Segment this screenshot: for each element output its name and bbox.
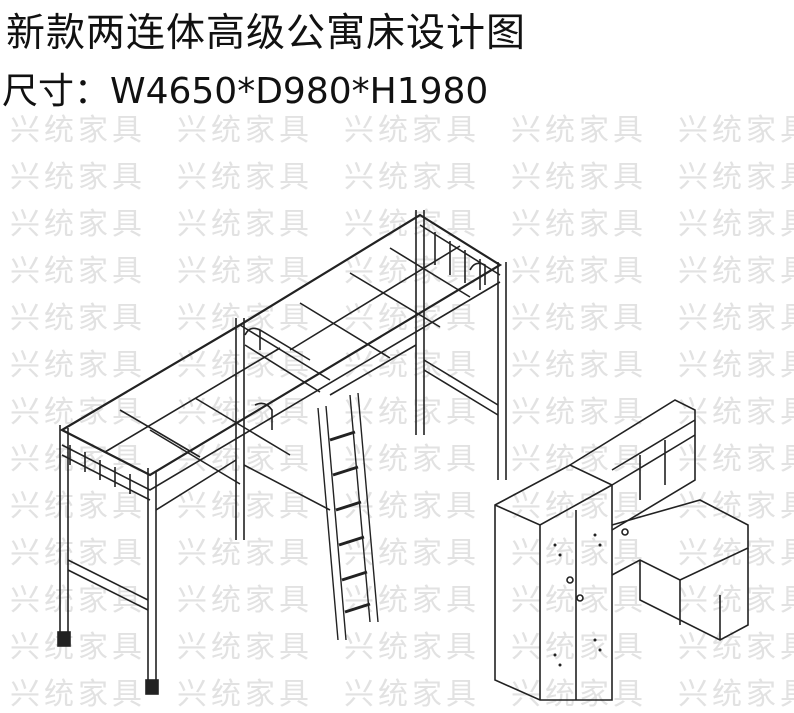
dimensions-label: 尺寸：W4650*D980*H1980 (2, 71, 489, 112)
wardrobe-drawing (494, 464, 613, 701)
loft-bed-drawing (57, 210, 507, 695)
page-title: 新款两连体高级公寓床设计图 (6, 11, 527, 56)
desk-hutch-drawing (569, 399, 749, 641)
